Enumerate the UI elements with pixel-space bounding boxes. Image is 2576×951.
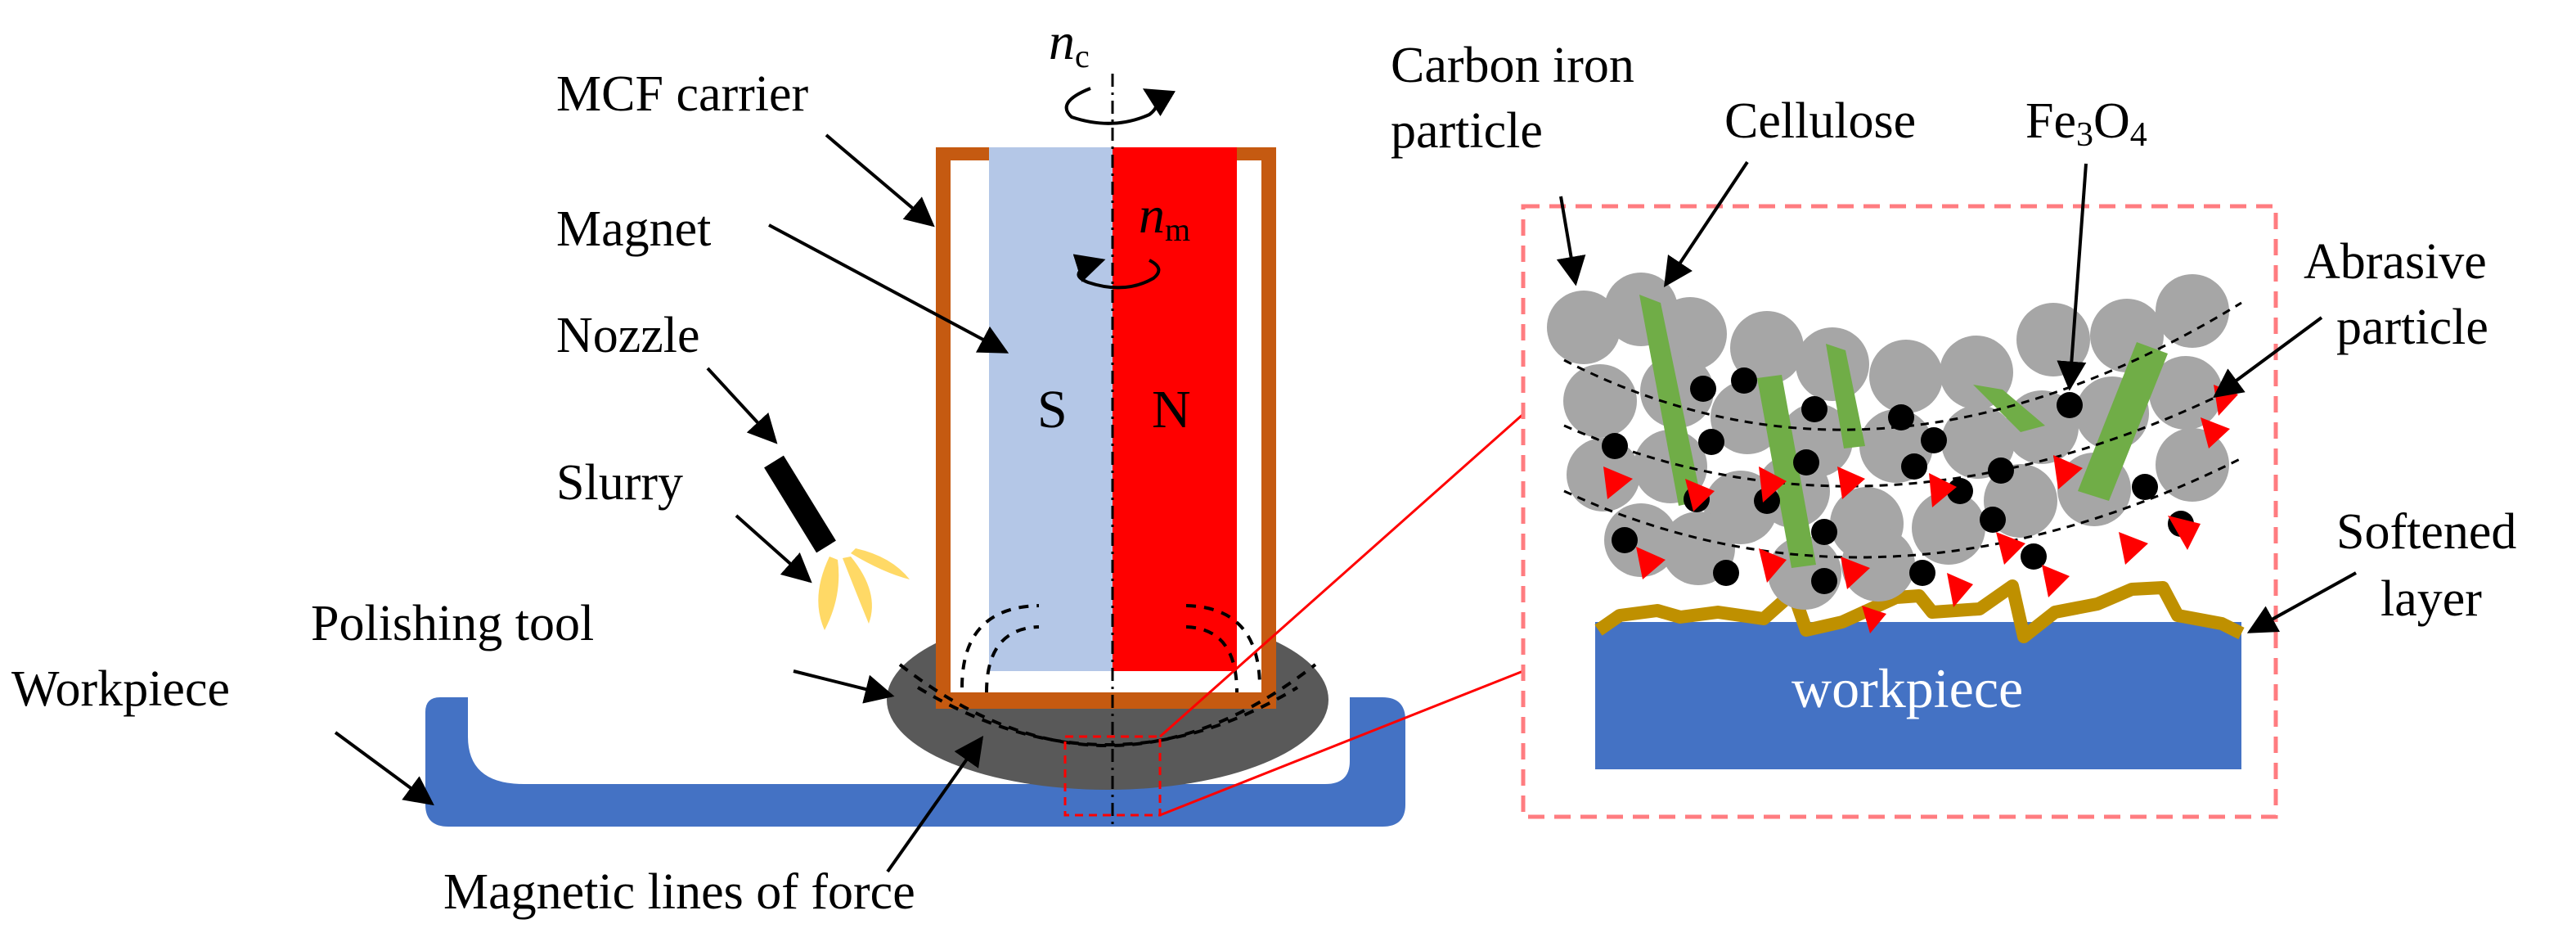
label-magnet: Magnet (556, 201, 711, 257)
workpiece-tray (425, 697, 1405, 827)
left-leader-arrows (334, 133, 1009, 873)
symbol-nm: nm (1139, 186, 1190, 248)
carrier-rotation-icon (1064, 87, 1176, 125)
label-workpiece: Workpiece (11, 661, 230, 717)
label-polishing-tool: Polishing tool (311, 596, 594, 651)
label-mcf-carrier: MCF carrier (556, 66, 809, 122)
label-cellulose: Cellulose (1724, 93, 1916, 149)
label-softened-2: layer (2380, 571, 2482, 627)
label-abrasive-2: particle (2336, 300, 2488, 355)
label-carbon-iron-2: particle (1391, 103, 1543, 159)
label-magnetic-lines: Magnetic lines of force (443, 864, 915, 920)
label-softened-1: Softened (2336, 504, 2516, 560)
nozzle-icon (764, 455, 836, 553)
pole-n-label: N (1152, 380, 1191, 439)
label-nozzle: Nozzle (556, 308, 700, 363)
symbol-nc: nc (1049, 12, 1090, 74)
inset-workpiece-label: workpiece (1792, 657, 2023, 719)
cellulose-fibers (1639, 295, 2168, 568)
abrasive-particles (1603, 385, 2238, 633)
slurry-spray-icon (818, 548, 910, 630)
magnet-south-pole (989, 147, 1113, 671)
magnet-rotation-icon (1072, 254, 1161, 290)
label-slurry: Slurry (556, 455, 683, 511)
focus-box (1063, 735, 1162, 817)
inset-connector-lines (1159, 412, 1524, 817)
magnet-north-pole (1113, 147, 1237, 671)
inset-field-lines (1563, 301, 2242, 559)
softened-layer (1594, 579, 2245, 643)
label-carbon-iron-1: Carbon iron (1391, 38, 1634, 93)
label-abrasive-1: Abrasive (2304, 234, 2487, 290)
magnetic-lines-of-force (898, 604, 1317, 747)
label-fe3o4: Fe3O4 (2025, 93, 2147, 154)
inset-leader-arrows (1556, 160, 2357, 633)
inset-workpiece (1595, 622, 2241, 769)
fe3o4-particles (1602, 367, 2194, 594)
pole-s-label: S (1037, 380, 1068, 439)
